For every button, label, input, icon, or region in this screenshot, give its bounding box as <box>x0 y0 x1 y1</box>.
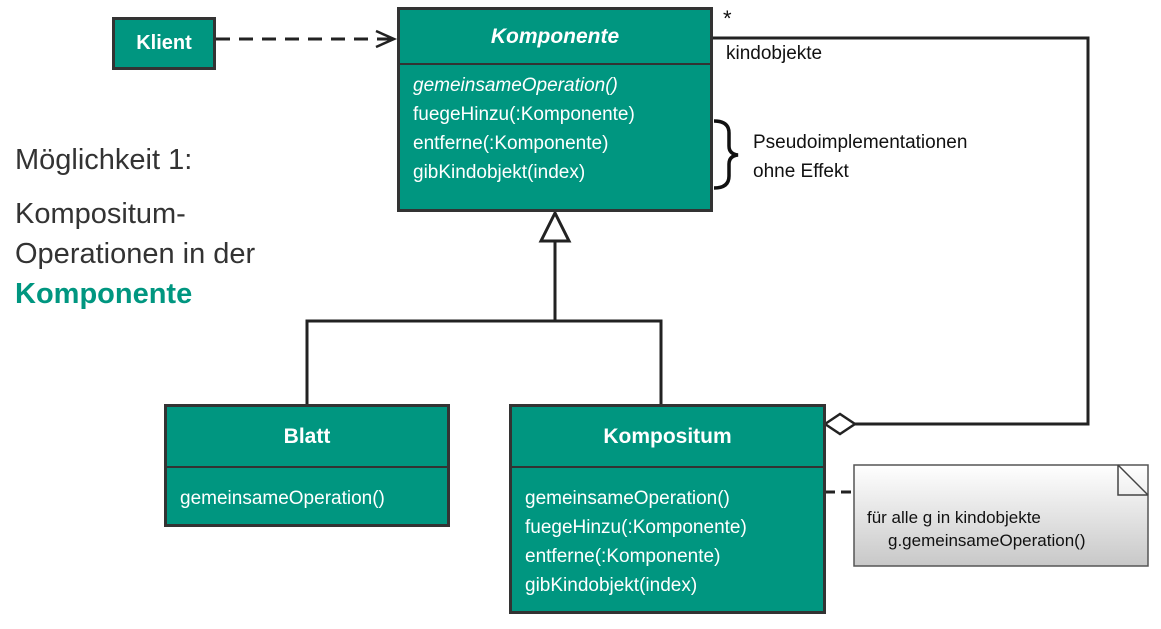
dependency-arrowhead <box>375 29 398 49</box>
kompositum-op-2: fuegeHinzu(:Komponente) <box>525 517 747 538</box>
klient-label: Klient <box>136 32 192 54</box>
komponente-title: Komponente <box>400 10 710 65</box>
blatt-class[interactable]: Blatt gemeinsameOperation() <box>164 404 450 527</box>
kompositum-title: Kompositum <box>512 407 823 468</box>
side-label-line-3: Operationen in der <box>15 238 256 270</box>
side-label-line-2: Kompositum- <box>15 198 186 230</box>
generalization-bar <box>305 319 663 404</box>
generalization-triangle <box>538 209 572 243</box>
note-line-1: für alle g in kindobjekte <box>867 508 1041 527</box>
komponente-op-3: entferne(:Komponente) <box>413 133 609 154</box>
side-label: Möglichkeit 1: Kompositum- Operationen i… <box>15 140 255 314</box>
komponente-op-4: gibKindobjekt(index) <box>413 162 586 183</box>
brace-icon <box>713 119 739 190</box>
side-label-highlight: Komponente <box>15 278 193 310</box>
kompositum-class[interactable]: Kompositum gemeinsameOperation() fuegeHi… <box>509 404 826 614</box>
side-label-line-1: Möglichkeit 1: <box>15 144 193 176</box>
komponente-op-1: gemeinsameOperation() <box>413 75 618 96</box>
note-box <box>853 464 1149 567</box>
kompositum-op-1: gemeinsameOperation() <box>525 488 730 509</box>
note-corner-icon <box>1117 464 1149 496</box>
klient-class[interactable]: Klient <box>112 17 216 70</box>
aggregation-diamond <box>822 412 858 436</box>
komponente-class[interactable]: Komponente gemeinsameOperation() fuegeHi… <box>397 7 713 212</box>
brace-note-line-1: Pseudoimplementationen <box>753 132 968 153</box>
role-label: kindobjekte <box>726 43 823 64</box>
multiplicity-label: * <box>723 6 732 31</box>
brace-note-line-2: ohne Effekt <box>753 161 849 182</box>
blatt-op-1: gemeinsameOperation() <box>180 488 385 509</box>
kompositum-operations: gemeinsameOperation() fuegeHinzu(:Kompon… <box>512 468 823 600</box>
blatt-title: Blatt <box>167 407 447 468</box>
aggregation-line <box>713 36 1090 426</box>
blatt-operations: gemeinsameOperation() <box>167 468 447 513</box>
komponente-op-2: fuegeHinzu(:Komponente) <box>413 104 635 125</box>
note-text: für alle g in kindobjekte g.gemeinsameOp… <box>867 506 1085 552</box>
kompositum-op-4: gibKindobjekt(index) <box>525 575 698 596</box>
kompositum-op-3: entferne(:Komponente) <box>525 546 721 567</box>
komponente-operations: gemeinsameOperation() fuegeHinzu(:Kompon… <box>400 65 710 187</box>
brace-note: Pseudoimplementationen ohne Effekt <box>753 128 967 186</box>
note-line-2: g.gemeinsameOperation() <box>888 531 1086 550</box>
